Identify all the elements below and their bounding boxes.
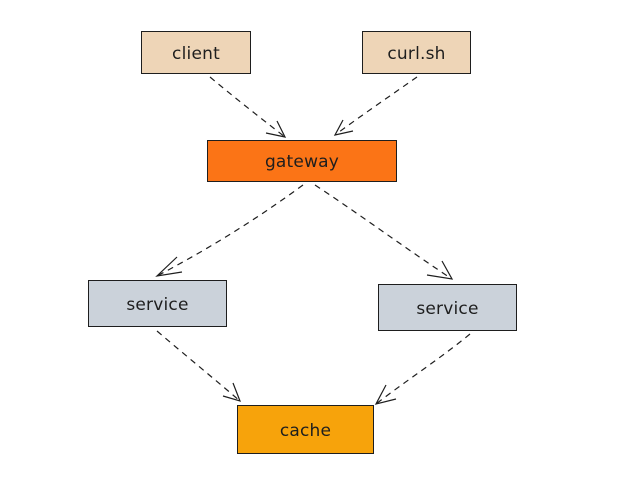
node-label: client <box>172 43 220 64</box>
edge-gateway-service1 <box>155 184 304 277</box>
arrowhead <box>265 120 287 138</box>
edge-line <box>375 333 471 405</box>
edge-line <box>209 76 286 138</box>
edge-line <box>334 76 418 136</box>
edge-line <box>314 184 453 280</box>
node-label: service <box>416 298 479 319</box>
node-service-left[interactable]: service <box>88 280 227 327</box>
node-label: cache <box>279 420 332 441</box>
edge-line <box>156 330 241 402</box>
edge-line <box>156 184 304 277</box>
edge-gateway-service2 <box>314 184 454 280</box>
arrowhead <box>155 256 183 277</box>
node-cache[interactable]: cache <box>237 405 374 454</box>
arrowhead <box>333 119 354 136</box>
edge-client-gateway <box>209 76 287 138</box>
arrowhead <box>426 260 454 280</box>
edge-curl-gateway <box>333 76 418 136</box>
edge-service1-cache <box>156 330 242 402</box>
node-label: service <box>126 294 189 315</box>
node-curl-sh[interactable]: curl.sh <box>362 31 471 74</box>
arrowhead <box>374 384 397 405</box>
edge-service2-cache <box>374 333 471 405</box>
node-gateway[interactable]: gateway <box>207 140 397 182</box>
arrowhead <box>222 382 242 402</box>
node-label: curl.sh <box>387 43 446 64</box>
node-label: gateway <box>264 152 340 172</box>
node-client[interactable]: client <box>141 31 251 74</box>
node-service-right[interactable]: service <box>378 284 517 331</box>
